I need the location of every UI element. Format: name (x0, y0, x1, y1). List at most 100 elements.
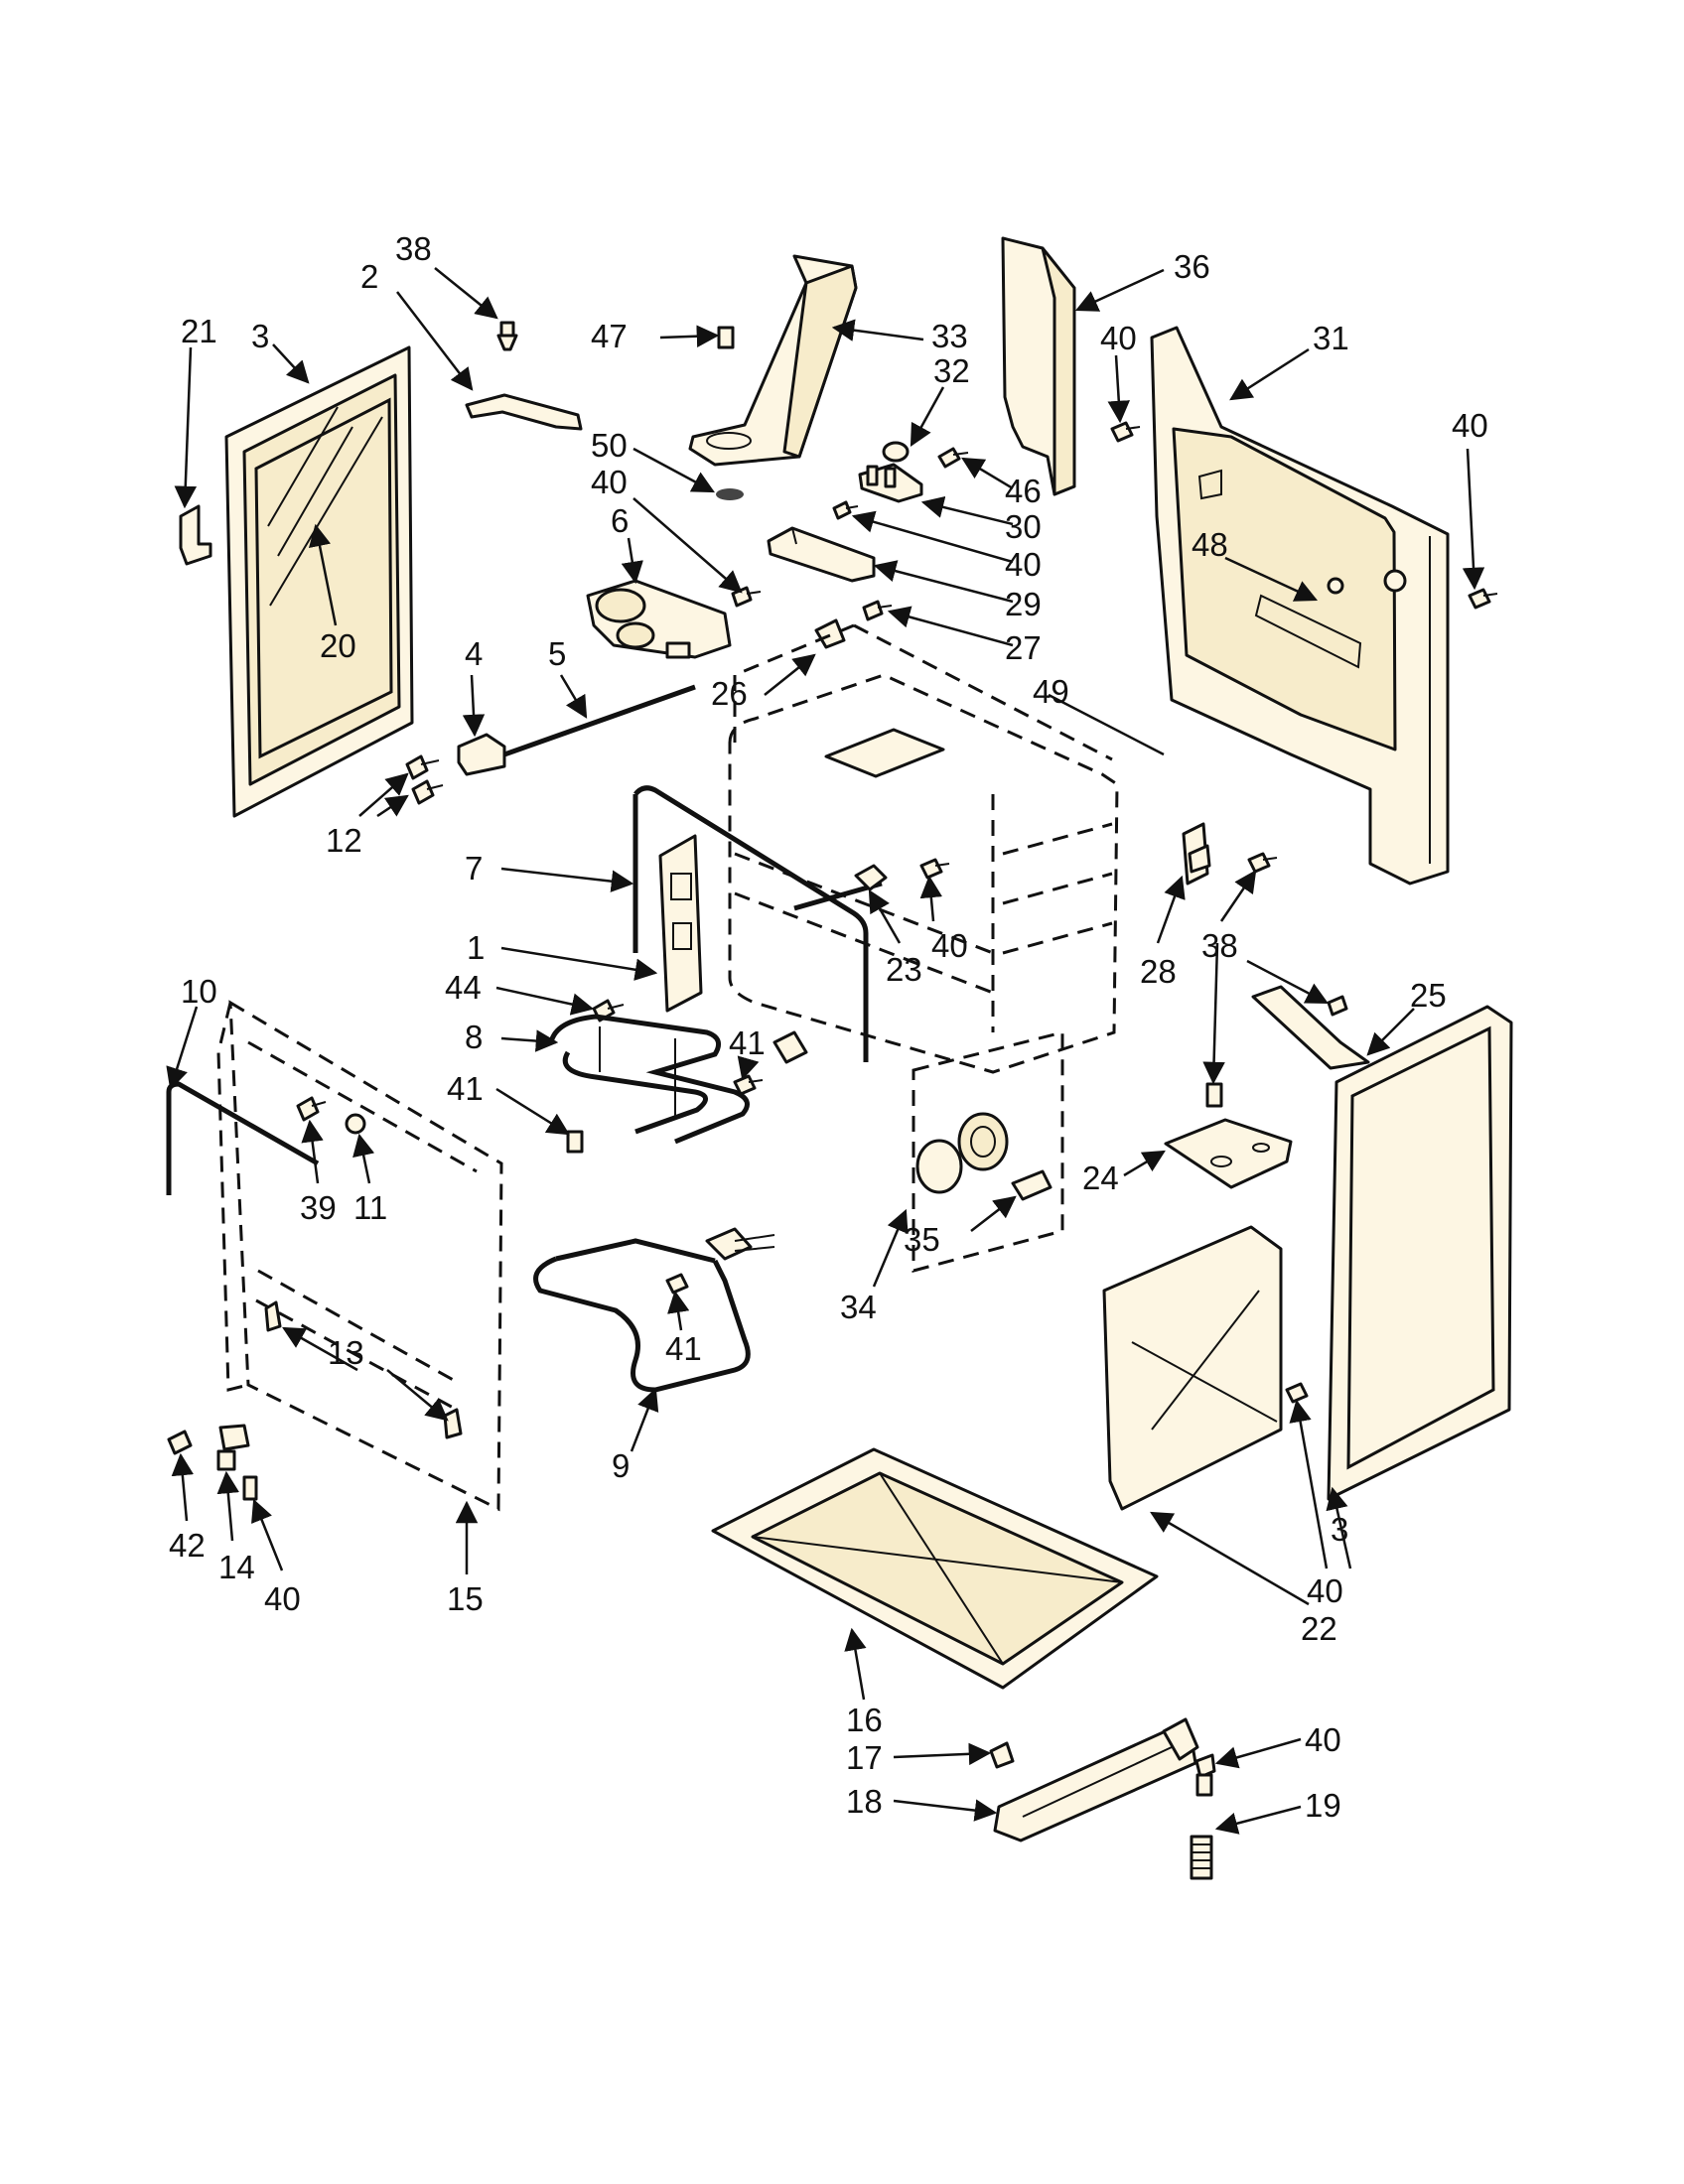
latch-bracket (1182, 822, 1211, 886)
oven-door (216, 1000, 503, 1512)
right-side-panel (1327, 1005, 1513, 1501)
callout-40: 40 (591, 464, 628, 500)
left-side-panel (224, 345, 414, 818)
broil-element (548, 1014, 808, 1145)
screw-38-right (1247, 852, 1278, 874)
callout-40: 40 (1005, 546, 1042, 583)
leveling-plate (1164, 1082, 1293, 1189)
grommet (882, 441, 910, 463)
callout-49: 49 (1033, 673, 1069, 710)
vent-duct (688, 254, 858, 500)
callout-47: 47 (591, 318, 628, 354)
terminal-block (658, 834, 703, 1013)
hinge-bracket (457, 684, 696, 776)
screw-40-cavity (919, 858, 950, 880)
callout-7: 7 (465, 850, 483, 887)
callout-46: 46 (1005, 473, 1042, 509)
callout-1: 1 (467, 929, 485, 966)
callout-9: 9 (612, 1447, 630, 1484)
rear-vent-channel (1001, 236, 1076, 496)
oven-light-socket (793, 864, 888, 911)
callout-31: 31 (1313, 320, 1349, 356)
mounting-bracket (767, 526, 876, 583)
callout-40: 40 (1305, 1721, 1341, 1758)
callout-16: 16 (846, 1702, 883, 1738)
callout-44: 44 (445, 969, 482, 1006)
callout-34: 34 (840, 1289, 877, 1325)
sensor-clip (814, 618, 846, 649)
callout-23: 23 (886, 951, 922, 988)
callout-4: 4 (465, 635, 483, 672)
callout-18: 18 (846, 1783, 883, 1820)
callout-40: 40 (931, 927, 968, 964)
callout-19: 19 (1305, 1787, 1341, 1824)
left-bracket (179, 504, 212, 566)
callout-27: 27 (1005, 629, 1042, 666)
screw-40-thermostat (731, 586, 762, 608)
callout-26: 26 (711, 675, 748, 712)
top-left-bracket (465, 321, 583, 431)
callout-48: 48 (1192, 526, 1228, 563)
callout-3-right: 3 (1331, 1511, 1348, 1548)
callout-42: 42 (169, 1527, 206, 1564)
callout-33: 33 (931, 318, 968, 354)
callout-38: 38 (395, 230, 432, 267)
bottom-pan (711, 1447, 1159, 1690)
screw-40-right (1468, 588, 1498, 610)
back-panel (1150, 326, 1450, 886)
bottom-rail (993, 1717, 1199, 1843)
callout-41: 41 (665, 1330, 702, 1367)
screw-39-and-plug-11 (296, 1096, 366, 1135)
bake-element (533, 1227, 775, 1393)
callout-39: 39 (300, 1189, 337, 1226)
screw-27 (862, 600, 893, 621)
leveling-leg (1190, 1835, 1213, 1880)
callout-20: 20 (320, 627, 356, 664)
screw-46 (937, 447, 969, 469)
callout-22: 22 (1301, 1610, 1337, 1647)
callout-32: 32 (933, 352, 970, 389)
callout-5: 5 (548, 635, 566, 672)
screw-40-top (832, 500, 859, 520)
callout-24: 24 (1082, 1160, 1119, 1196)
callout-6: 6 (611, 502, 629, 539)
callout-35: 35 (904, 1221, 940, 1258)
callout-40: 40 (1452, 407, 1488, 444)
callout-3-left: 3 (251, 318, 269, 354)
callout-40: 40 (264, 1580, 301, 1617)
callout-labels: 38 2 3 21 20 47 33 32 50 40 6 46 30 40 2… (169, 230, 1488, 1824)
callout-8: 8 (465, 1019, 483, 1055)
screw-41-bake (665, 1273, 689, 1295)
callout-50: 50 (591, 427, 628, 464)
callout-13: 13 (328, 1334, 364, 1371)
screw-40-bottom (1194, 1753, 1216, 1797)
callout-15: 15 (447, 1580, 484, 1617)
callout-12: 12 (326, 822, 362, 859)
callout-41: 41 (729, 1024, 766, 1061)
oven-light-lens (912, 1030, 1064, 1273)
door-hinge-hardware (167, 1424, 258, 1501)
callout-21: 21 (181, 313, 217, 349)
callout-14: 14 (218, 1549, 255, 1585)
callout-41: 41 (447, 1070, 484, 1107)
callout-11: 11 (353, 1189, 387, 1226)
rail-clip (989, 1741, 1015, 1769)
callout-30: 30 (1005, 508, 1042, 545)
callout-17: 17 (846, 1739, 883, 1776)
callout-36: 36 (1174, 248, 1210, 285)
anti-tip-bracket (1251, 985, 1370, 1070)
leader-lines (166, 267, 1485, 1835)
rear-cover (1102, 1225, 1309, 1511)
callout-10: 10 (181, 973, 217, 1010)
screws-12 (405, 754, 444, 805)
thermostat-assembly (586, 579, 732, 659)
callout-28: 28 (1140, 953, 1177, 990)
callout-40: 40 (1307, 1572, 1343, 1609)
door-gasket (632, 785, 869, 1062)
terminal-bracket (858, 463, 923, 503)
callout-38: 38 (1201, 927, 1238, 964)
callout-29: 29 (1005, 586, 1042, 622)
door-seal (166, 1081, 320, 1195)
screw-40-rear (1110, 421, 1141, 443)
